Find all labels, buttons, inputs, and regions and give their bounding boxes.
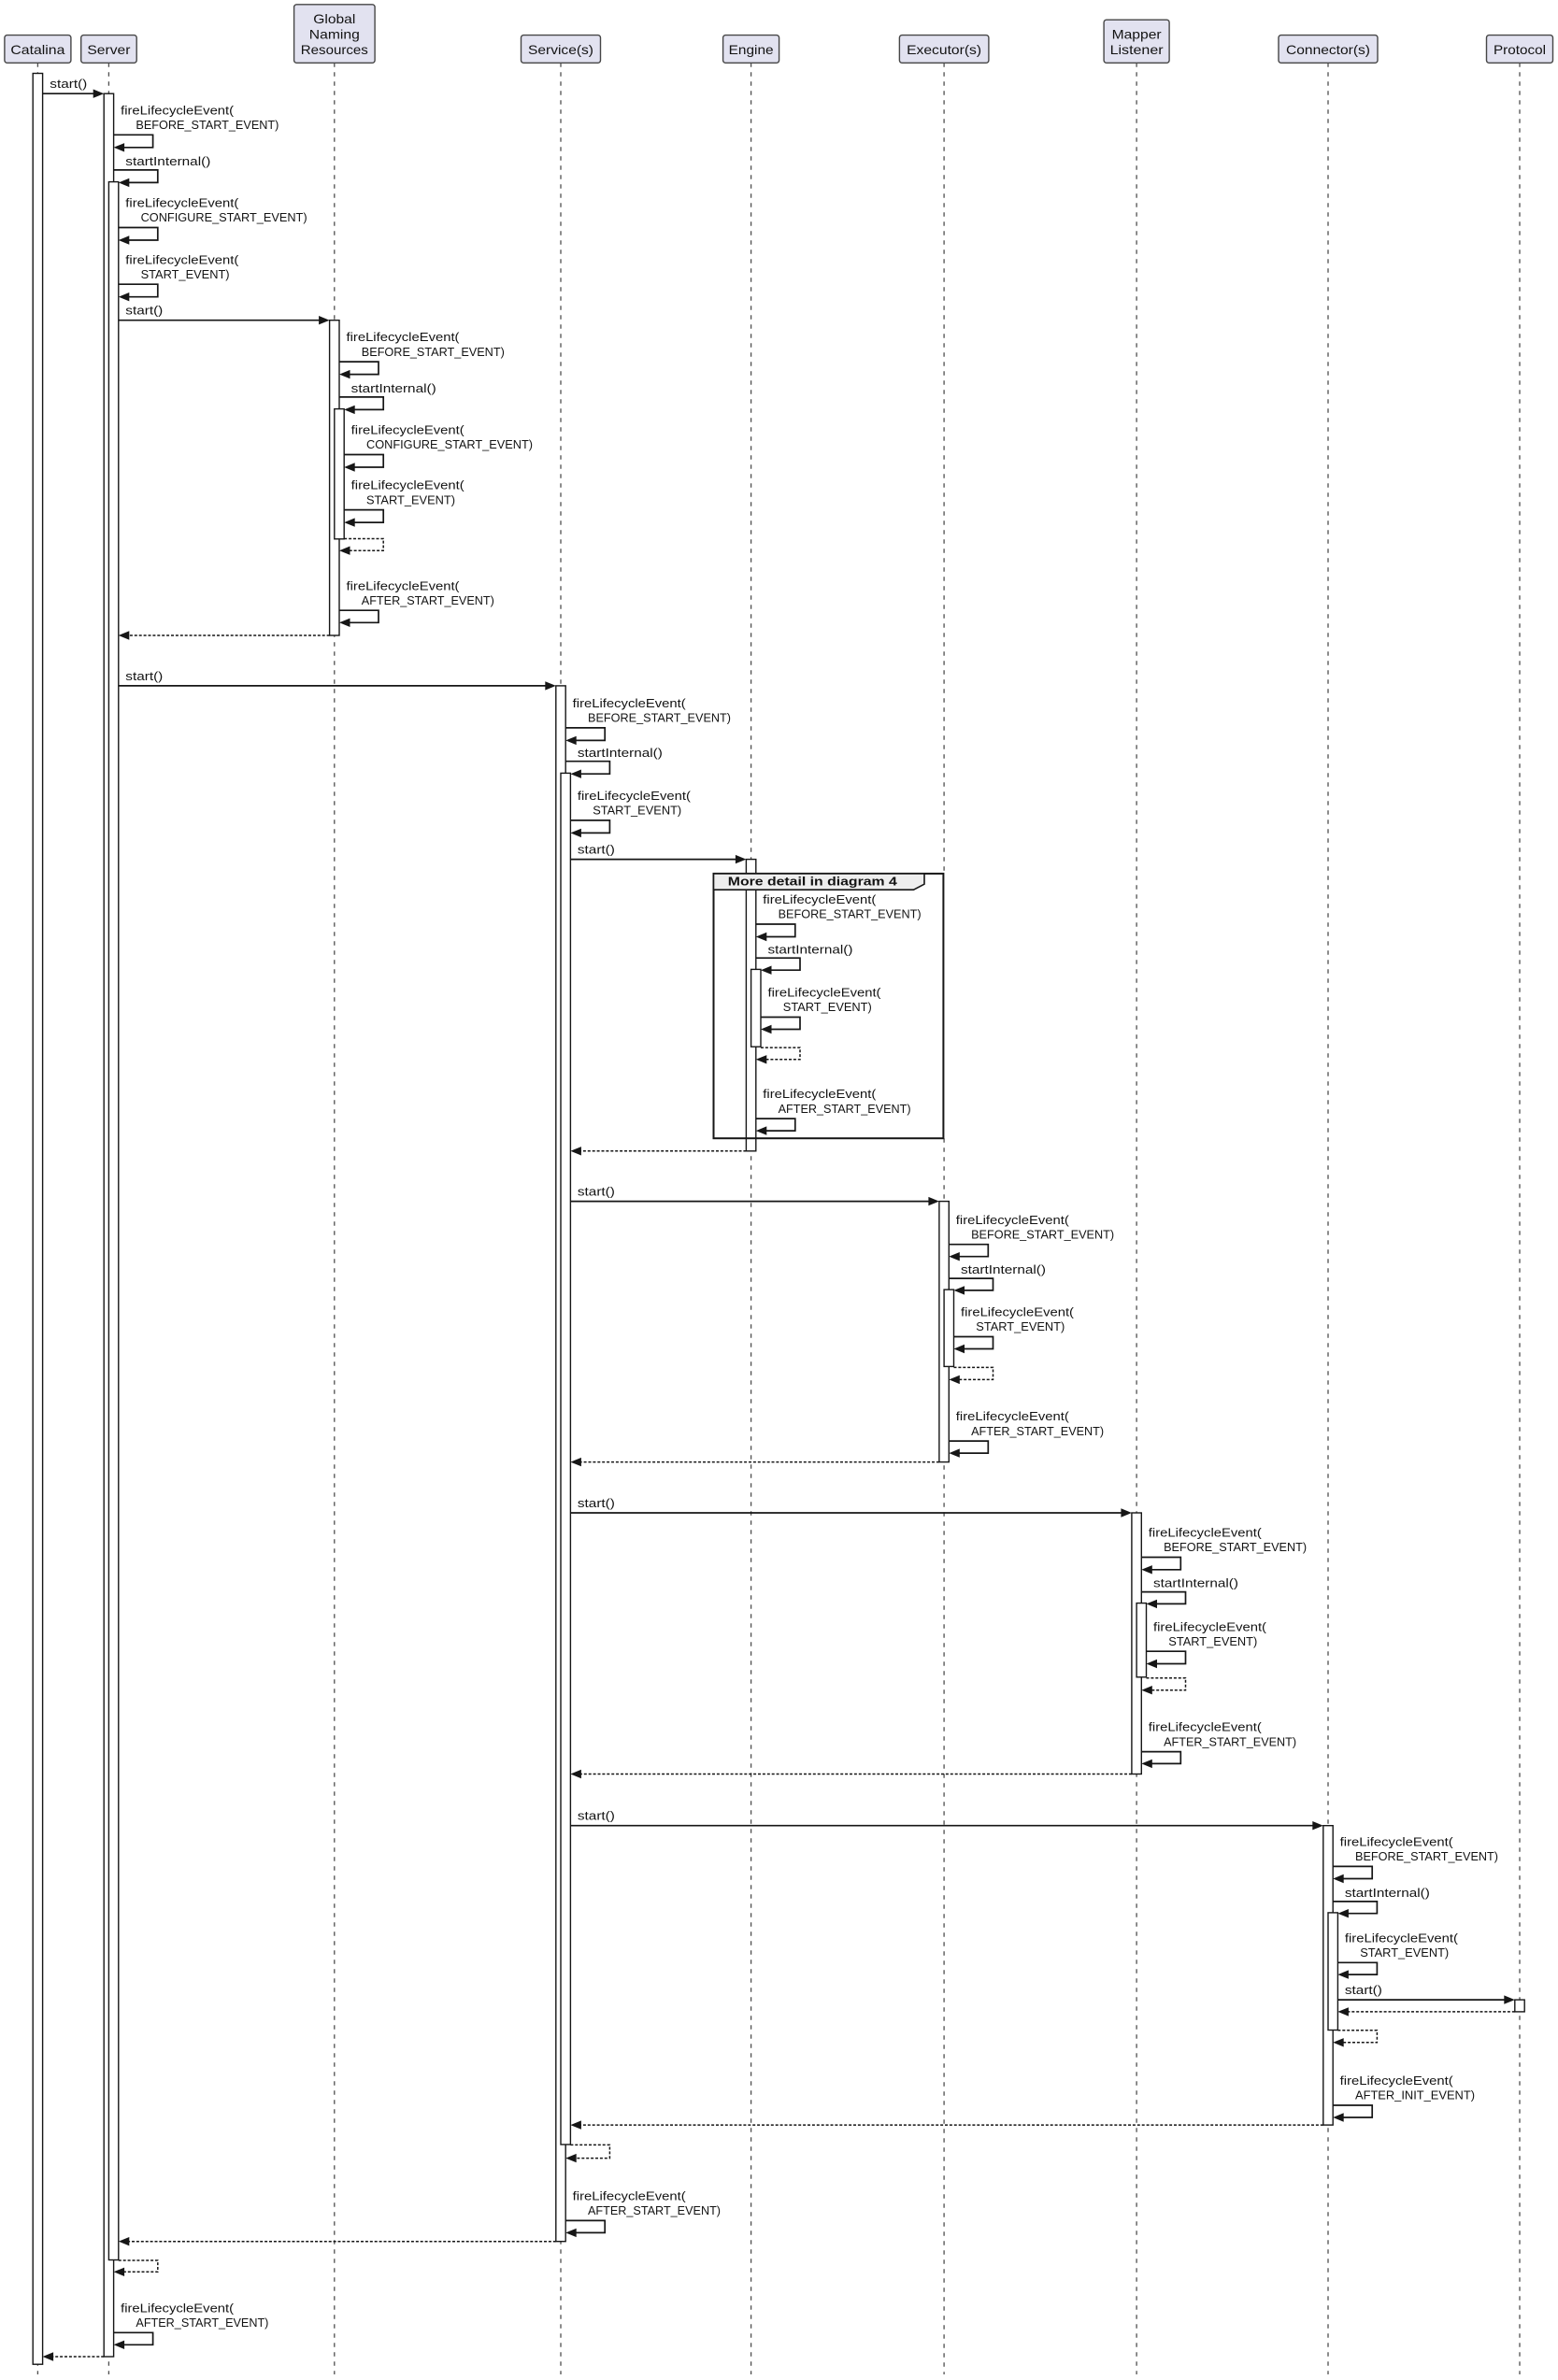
svg-text:START_EVENT): START_EVENT) bbox=[141, 267, 230, 281]
svg-text:fireLifecycleEvent(: fireLifecycleEvent( bbox=[125, 196, 239, 210]
svg-text:fireLifecycleEvent(: fireLifecycleEvent( bbox=[1153, 1619, 1267, 1633]
svg-text:fireLifecycleEvent(: fireLifecycleEvent( bbox=[125, 252, 239, 266]
svg-text:start(): start() bbox=[578, 843, 615, 857]
svg-text:startInternal(): startInternal() bbox=[351, 381, 436, 395]
svg-text:BEFORE_START_EVENT): BEFORE_START_EVENT) bbox=[588, 711, 731, 725]
svg-text:fireLifecycleEvent(: fireLifecycleEvent( bbox=[956, 1213, 1070, 1227]
svg-text:startInternal(): startInternal() bbox=[961, 1262, 1046, 1276]
svg-text:start(): start() bbox=[578, 1185, 615, 1199]
svg-text:Global: Global bbox=[313, 11, 355, 26]
svg-text:fireLifecycleEvent(: fireLifecycleEvent( bbox=[768, 986, 882, 1000]
svg-text:AFTER_START_EVENT): AFTER_START_EVENT) bbox=[588, 2203, 721, 2217]
svg-text:fireLifecycleEvent(: fireLifecycleEvent( bbox=[347, 330, 461, 344]
svg-text:fireLifecycleEvent(: fireLifecycleEvent( bbox=[1149, 1526, 1263, 1540]
svg-text:fireLifecycleEvent(: fireLifecycleEvent( bbox=[351, 478, 465, 492]
svg-text:startInternal(): startInternal() bbox=[125, 154, 210, 168]
svg-text:Engine: Engine bbox=[729, 42, 774, 57]
svg-text:start(): start() bbox=[125, 304, 163, 318]
svg-text:BEFORE_START_EVENT): BEFORE_START_EVENT) bbox=[779, 907, 922, 921]
svg-text:fireLifecycleEvent(: fireLifecycleEvent( bbox=[763, 1087, 877, 1101]
svg-text:START_EVENT): START_EVENT) bbox=[1360, 1945, 1449, 1960]
svg-text:startInternal(): startInternal() bbox=[578, 746, 663, 760]
svg-text:start(): start() bbox=[50, 77, 87, 91]
svg-text:START_EVENT): START_EVENT) bbox=[366, 492, 455, 506]
svg-text:startInternal(): startInternal() bbox=[1153, 1576, 1238, 1590]
svg-text:fireLifecycleEvent(: fireLifecycleEvent( bbox=[578, 789, 692, 803]
svg-text:fireLifecycleEvent(: fireLifecycleEvent( bbox=[1149, 1720, 1263, 1734]
svg-text:BEFORE_START_EVENT): BEFORE_START_EVENT) bbox=[136, 118, 279, 132]
svg-text:START_EVENT): START_EVENT) bbox=[1168, 1634, 1257, 1648]
svg-text:START_EVENT): START_EVENT) bbox=[783, 1000, 872, 1014]
svg-text:CONFIGURE_START_EVENT): CONFIGURE_START_EVENT) bbox=[366, 437, 533, 451]
svg-text:start(): start() bbox=[578, 1496, 615, 1510]
svg-text:fireLifecycleEvent(: fireLifecycleEvent( bbox=[121, 103, 235, 117]
svg-text:start(): start() bbox=[578, 1809, 615, 1823]
svg-text:fireLifecycleEvent(: fireLifecycleEvent( bbox=[1340, 2074, 1454, 2088]
svg-text:fireLifecycleEvent(: fireLifecycleEvent( bbox=[1340, 1835, 1454, 1849]
svg-text:Protocol: Protocol bbox=[1494, 42, 1546, 57]
svg-text:START_EVENT): START_EVENT) bbox=[976, 1319, 1065, 1333]
svg-text:BEFORE_START_EVENT): BEFORE_START_EVENT) bbox=[1355, 1849, 1498, 1863]
svg-text:Service(s): Service(s) bbox=[528, 42, 593, 57]
svg-text:Server: Server bbox=[87, 42, 130, 57]
svg-text:Executor(s): Executor(s) bbox=[907, 42, 981, 57]
svg-text:Connector(s): Connector(s) bbox=[1286, 42, 1370, 57]
svg-text:Catalina: Catalina bbox=[10, 42, 64, 57]
svg-text:start(): start() bbox=[1345, 1983, 1382, 1997]
svg-text:START_EVENT): START_EVENT) bbox=[593, 804, 681, 818]
svg-text:AFTER_START_EVENT): AFTER_START_EVENT) bbox=[779, 1102, 911, 1116]
svg-text:BEFORE_START_EVENT): BEFORE_START_EVENT) bbox=[362, 345, 505, 359]
svg-text:AFTER_START_EVENT): AFTER_START_EVENT) bbox=[362, 593, 494, 607]
svg-text:Naming: Naming bbox=[309, 26, 360, 41]
svg-text:startInternal(): startInternal() bbox=[1345, 1886, 1430, 1900]
svg-text:AFTER_START_EVENT): AFTER_START_EVENT) bbox=[971, 1424, 1104, 1438]
svg-text:Resources: Resources bbox=[301, 42, 368, 57]
svg-text:More detail in diagram 4: More detail in diagram 4 bbox=[728, 875, 898, 889]
svg-text:Mapper: Mapper bbox=[1112, 26, 1162, 41]
svg-text:fireLifecycleEvent(: fireLifecycleEvent( bbox=[347, 578, 461, 592]
svg-text:fireLifecycleEvent(: fireLifecycleEvent( bbox=[956, 1409, 1070, 1423]
svg-text:fireLifecycleEvent(: fireLifecycleEvent( bbox=[573, 696, 687, 710]
svg-text:fireLifecycleEvent(: fireLifecycleEvent( bbox=[351, 423, 465, 437]
svg-text:start(): start() bbox=[125, 669, 163, 683]
svg-text:BEFORE_START_EVENT): BEFORE_START_EVENT) bbox=[1164, 1540, 1307, 1554]
svg-text:fireLifecycleEvent(: fireLifecycleEvent( bbox=[763, 892, 877, 906]
svg-text:AFTER_START_EVENT): AFTER_START_EVENT) bbox=[136, 2316, 268, 2330]
svg-text:Listener: Listener bbox=[1110, 42, 1164, 57]
svg-text:fireLifecycleEvent(: fireLifecycleEvent( bbox=[121, 2301, 235, 2315]
svg-text:startInternal(): startInternal() bbox=[768, 942, 853, 956]
svg-text:fireLifecycleEvent(: fireLifecycleEvent( bbox=[573, 2189, 687, 2203]
svg-text:AFTER_INIT_EVENT): AFTER_INIT_EVENT) bbox=[1355, 2088, 1475, 2102]
svg-text:CONFIGURE_START_EVENT): CONFIGURE_START_EVENT) bbox=[141, 210, 307, 224]
svg-text:fireLifecycleEvent(: fireLifecycleEvent( bbox=[961, 1305, 1075, 1319]
svg-text:fireLifecycleEvent(: fireLifecycleEvent( bbox=[1345, 1931, 1459, 1945]
svg-text:AFTER_START_EVENT): AFTER_START_EVENT) bbox=[1164, 1734, 1296, 1748]
svg-text:BEFORE_START_EVENT): BEFORE_START_EVENT) bbox=[971, 1227, 1114, 1241]
